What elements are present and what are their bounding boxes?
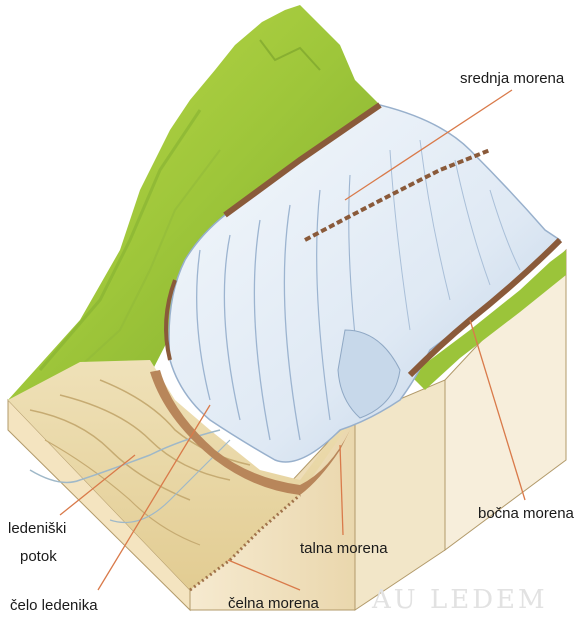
- label-lateral-moraine: bočna morena: [478, 505, 574, 523]
- label-terminal-moraine: čelna morena: [228, 595, 319, 613]
- handwritten-signature: AU LEDEM: [372, 585, 548, 615]
- label-medial-moraine: srednja morena: [460, 70, 564, 88]
- label-meltwater-stream-line2: potok: [20, 548, 57, 566]
- label-glacier-snout: čelo ledenika: [10, 597, 98, 615]
- label-ground-moraine: talna morena: [300, 540, 388, 558]
- label-meltwater-stream-line1: ledeniški: [8, 520, 66, 538]
